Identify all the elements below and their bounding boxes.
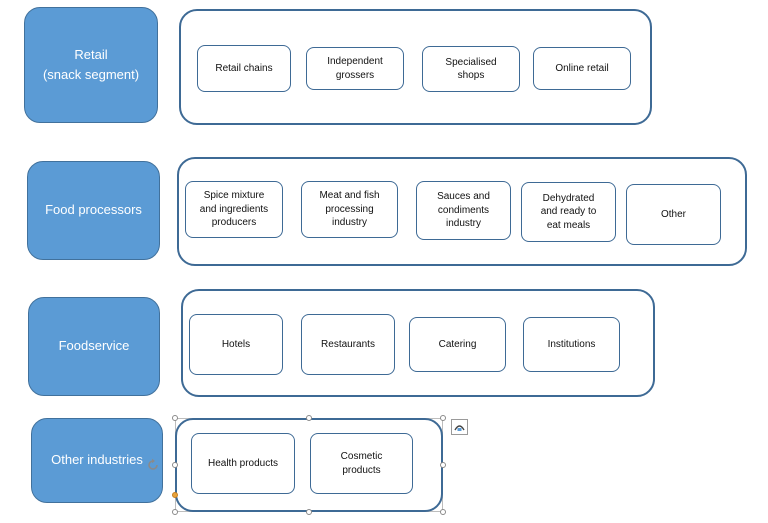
category-other-industries-label: Other industries (51, 452, 143, 468)
resize-handle-bottom-left[interactable] (172, 509, 178, 515)
item-online-retail[interactable]: Online retail (533, 47, 631, 90)
resize-handle-top-middle[interactable] (306, 415, 312, 421)
item-dehydrated-meals[interactable]: Dehydrated and ready to eat meals (521, 182, 616, 242)
item-spice-mixture-producers[interactable]: Spice mixture and ingredients producers (185, 181, 283, 238)
resize-handle-bottom-right[interactable] (440, 509, 446, 515)
item-cosmetic-products[interactable]: Cosmetic products (310, 433, 413, 494)
category-foodservice[interactable]: Foodservice (28, 297, 160, 396)
resize-handle-top-right[interactable] (440, 415, 446, 421)
adjust-handle[interactable] (172, 492, 178, 498)
item-meat-fish-processing[interactable]: Meat and fish processing industry (301, 181, 398, 238)
resize-handle-middle-left[interactable] (172, 462, 178, 468)
category-foodservice-label: Foodservice (58, 338, 130, 354)
category-other-industries[interactable]: Other industries (31, 418, 163, 503)
resize-handle-top-left[interactable] (172, 415, 178, 421)
item-health-products[interactable]: Health products (191, 433, 295, 494)
item-sauces-condiments[interactable]: Sauces and condiments industry (416, 181, 511, 240)
rotate-handle-icon[interactable] (146, 458, 160, 472)
category-retail-line-1: Retail (74, 46, 108, 62)
item-independent-grossers[interactable]: Independent grossers (306, 47, 404, 90)
item-other[interactable]: Other (626, 184, 721, 245)
item-catering[interactable]: Catering (409, 317, 506, 372)
resize-handle-bottom-middle[interactable] (306, 509, 312, 515)
item-specialised-shops[interactable]: Specialised shops (422, 46, 520, 92)
resize-handle-middle-right[interactable] (440, 462, 446, 468)
item-retail-chains[interactable]: Retail chains (197, 45, 291, 92)
category-retail-line-2: (snack segment) (42, 67, 140, 82)
layout-options-icon[interactable] (451, 419, 468, 435)
category-food-processors[interactable]: Food processors (27, 161, 160, 260)
item-institutions[interactable]: Institutions (523, 317, 620, 372)
category-retail[interactable]: Retail (snack segment) (24, 7, 158, 123)
item-restaurants[interactable]: Restaurants (301, 314, 395, 375)
category-food-processors-label: Food processors (45, 202, 142, 218)
item-hotels[interactable]: Hotels (189, 314, 283, 375)
